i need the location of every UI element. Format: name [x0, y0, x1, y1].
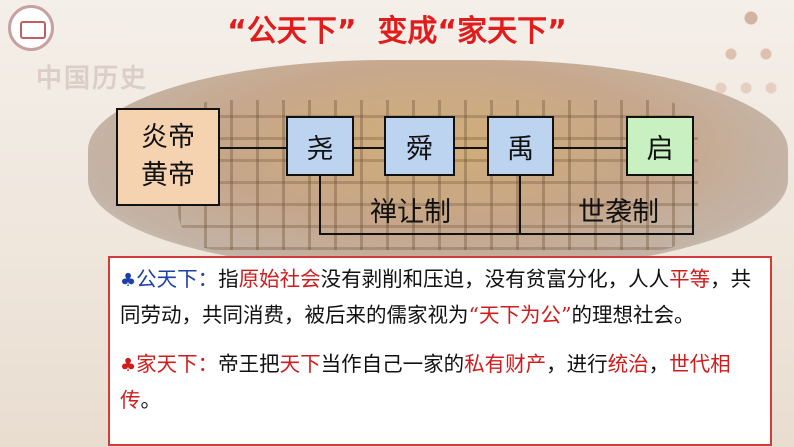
text-seg: 的理想社会。 — [571, 303, 695, 327]
text-seg: ，进行 — [546, 352, 608, 376]
node-label-yandi: 炎帝 — [141, 122, 195, 153]
text-seg: ，共同劳动，共同消费，被后来的儒家视为 — [120, 267, 752, 327]
watermark-text: 中国历史 — [36, 64, 149, 94]
highlight-private-property: 私有财产 — [464, 352, 547, 376]
hereditary-bracket-bottom — [519, 233, 694, 235]
highlight-equality: 平等 — [669, 267, 711, 291]
club-icon: ♣ — [120, 270, 137, 291]
definition-gong: ♣公天下：指原始社会没有剥削和压迫，没有贫富分化，人人平等，共同劳动，共同消费，… — [120, 262, 760, 333]
node-label-huangdi: 黄帝 — [141, 160, 195, 191]
hereditary-bracket-right — [692, 176, 694, 234]
label-abdication-system: 禅让制 — [370, 197, 451, 228]
node-yu: 禹 — [487, 116, 554, 176]
decorative-figures — [706, 6, 786, 126]
term-gong-tianxia: 公天下： — [136, 267, 219, 291]
node-yandi-huangdi: 炎帝 黄帝 — [116, 108, 220, 206]
highlight-tianxia: 天下 — [279, 352, 321, 376]
hereditary-bracket-left — [519, 176, 521, 234]
school-logo — [8, 5, 54, 51]
club-icon: ♣ — [120, 355, 137, 376]
text-seg: 指 — [218, 267, 239, 291]
definition-jia: ♣家天下：帝王把天下当作自己一家的私有财产，进行统治，世代相传。 — [120, 347, 760, 418]
text-seg: 当作自己一家的 — [320, 352, 465, 376]
connector-line — [554, 147, 626, 149]
highlight-hereditary: 世代相传 — [120, 352, 731, 412]
node-yao: 尧 — [286, 116, 354, 176]
connector-line — [455, 147, 487, 149]
abdication-bracket-left — [319, 176, 321, 234]
text-seg: 帝王把 — [218, 352, 280, 376]
node-shun: 舜 — [384, 116, 455, 176]
connector-line — [354, 147, 384, 149]
node-qi: 启 — [626, 116, 694, 176]
text-seg: ， — [648, 352, 670, 376]
term-jia-tianxia: 家天下： — [136, 352, 219, 376]
label-hereditary-system: 世袭制 — [578, 197, 659, 228]
highlight-primitive-society: 原始社会 — [238, 267, 321, 291]
connector-line — [220, 147, 286, 149]
text-seg: 没有剥削和压迫，没有贫富分化，人人 — [320, 267, 670, 291]
highlight-rule: 统治 — [607, 352, 649, 376]
page-title: “公天下” 变成“家天下” — [227, 14, 567, 49]
text-seg: 。 — [140, 388, 162, 412]
abdication-bracket-bottom — [319, 233, 521, 235]
highlight-tianxia-weigong: “天下为公” — [468, 303, 572, 327]
definition-box: ♣公天下：指原始社会没有剥削和压迫，没有贫富分化，人人平等，共同劳动，共同消费，… — [108, 256, 772, 446]
